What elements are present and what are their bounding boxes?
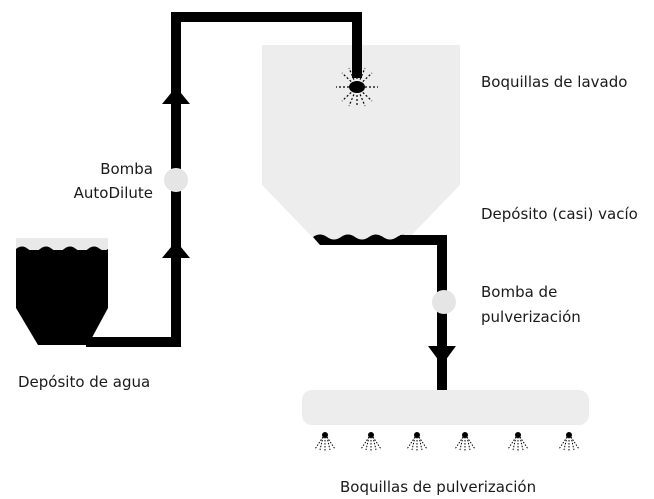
autodilute-pump-icon [164,168,188,192]
spray-nozzle-icon [558,432,580,451]
flow-arrow-icon [162,87,190,104]
spray-pump-icon [432,290,456,314]
spray-pump-label-line1: Bomba de [481,283,558,301]
tank-almost-empty-label: Depósito (casi) vacío [481,205,638,223]
spray-nozzle-icon [507,432,529,451]
main-tank [262,45,460,245]
water-tank-surface [16,238,108,250]
water-tank [16,250,108,345]
water-tank-wave [16,246,108,253]
spray-nozzles-label: Boquillas de pulverización [340,478,537,496]
spray-nozzles [314,432,580,451]
spray-boom [302,390,589,425]
water-tank-label: Depósito de agua [18,373,151,391]
spray-nozzle-icon [314,432,336,451]
washing-nozzles-label: Boquillas de lavado [481,73,628,91]
main-tank-residue [313,234,407,245]
discharge-pipe [400,235,447,395]
flow-arrow-icon [162,241,190,258]
spray-nozzle-icon [360,432,382,451]
spray-nozzle-icon [454,432,476,451]
spray-nozzle-icon [406,432,428,451]
suction-pipe [86,12,362,347]
flow-arrow-icon [428,346,456,365]
autodilute-pump-label-line1: Bomba [100,160,153,178]
washing-nozzle-icon [336,67,378,107]
spray-pump-label-line2: pulverización [481,308,581,326]
autodilute-pump-label-line2: AutoDilute [73,184,153,202]
